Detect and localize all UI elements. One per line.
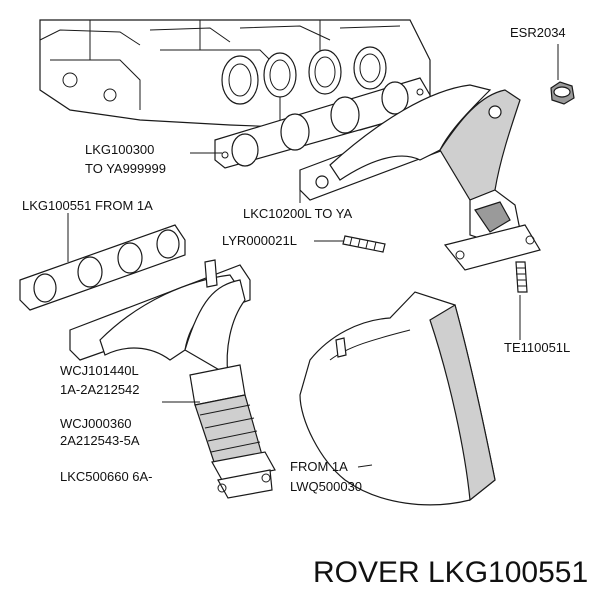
nut-drawing [550, 81, 575, 105]
label-wcj000360: WCJ000360 [60, 416, 132, 431]
footer-brand: ROVER [313, 556, 420, 589]
upper-manifold-drawing [299, 84, 541, 271]
label-lkg100551: LKG100551 FROM 1A [22, 198, 153, 213]
label-lwq500030-from: FROM 1A [290, 459, 348, 474]
part-labels: ESR2034 LKG100300 TO YA999999 LKG100551 … [22, 25, 570, 494]
stud-lyr-drawing [342, 235, 386, 253]
label-lkc500660: LKC500660 6A- [60, 469, 153, 484]
lower-manifold-gasket-drawing [19, 224, 186, 311]
footer-part-number: LKG100551 [428, 556, 588, 589]
label-wcj000360-range: 2A212543-5A [60, 433, 140, 448]
label-wcj101440l-range: 1A-2A212542 [60, 382, 140, 397]
lower-manifold-drawing [69, 259, 276, 499]
label-lkc10200l: LKC10200L TO YA [243, 206, 352, 221]
label-lwq500030: LWQ500030 [290, 479, 362, 494]
cylinder-head-drawing [39, 19, 431, 131]
leader-lines [67, 44, 559, 468]
label-wcj101440l: WCJ101440L [60, 363, 139, 378]
label-lyr000021l: LYR000021L [222, 233, 297, 248]
footer-title: ROVER LKG100551 [313, 556, 588, 589]
label-te110051l: TE110051L [504, 340, 570, 355]
stud-te-drawing [515, 261, 528, 293]
heat-shield-drawing [299, 291, 496, 506]
label-lkg100300: LKG100300 [85, 142, 154, 157]
label-esr2034: ESR2034 [510, 25, 566, 40]
label-lkg100300-range: TO YA999999 [85, 161, 166, 176]
